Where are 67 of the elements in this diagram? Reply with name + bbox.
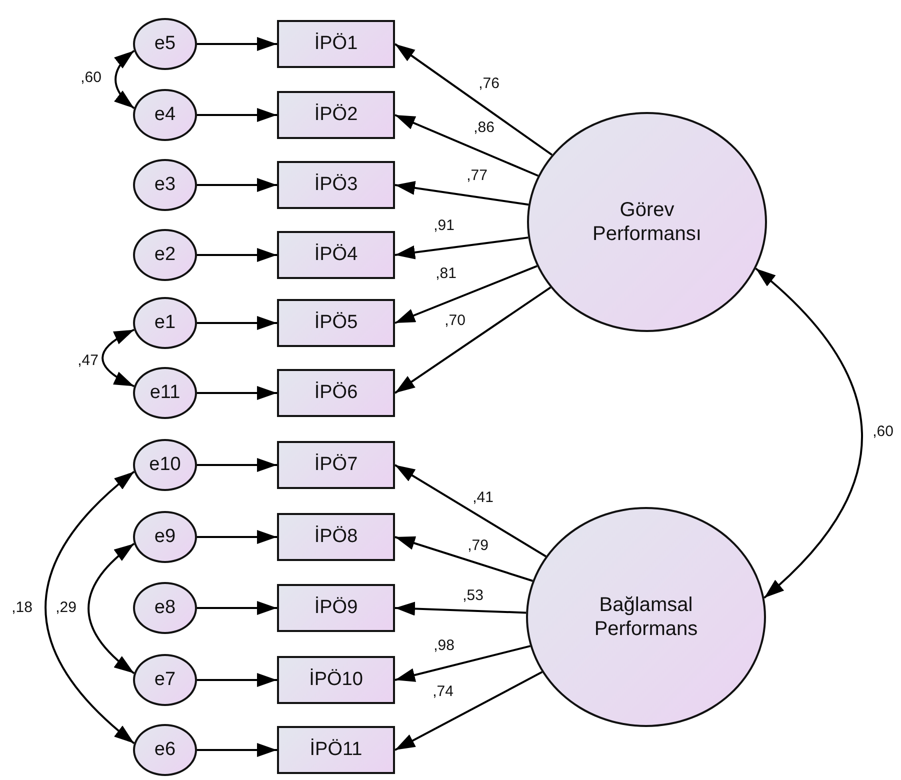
path-arrow bbox=[394, 180, 529, 206]
observed-variable-box: İPÖ11 bbox=[277, 726, 395, 774]
path-arrow bbox=[394, 671, 543, 751]
covariance-arrow bbox=[102, 328, 135, 388]
path-arrow bbox=[394, 464, 546, 558]
path-arrow bbox=[394, 114, 538, 177]
error-variable-circle: e5 bbox=[133, 18, 197, 70]
edge-label: ,77 bbox=[466, 168, 488, 184]
observed-variable-box: İPÖ10 bbox=[277, 656, 395, 704]
path-arrow bbox=[394, 286, 552, 394]
edge-label: ,70 bbox=[444, 312, 466, 330]
path-arrow bbox=[197, 248, 277, 262]
path-arrow bbox=[197, 458, 277, 472]
edge-label: ,41 bbox=[472, 490, 494, 506]
observed-variable-box: İPÖ6 bbox=[277, 369, 395, 417]
observed-variable-box: İPÖ4 bbox=[277, 231, 395, 279]
path-arrow bbox=[197, 178, 277, 192]
path-arrow bbox=[394, 645, 530, 682]
edge-label: ,29 bbox=[54, 600, 78, 616]
covariance-arrow bbox=[755, 268, 863, 599]
edge-label: ,74 bbox=[432, 684, 454, 700]
edge-label: ,91 bbox=[432, 218, 456, 234]
path-arrow bbox=[394, 536, 533, 582]
observed-variable-box: İPÖ1 bbox=[277, 20, 395, 68]
path-arrow bbox=[197, 386, 277, 400]
path-arrow bbox=[394, 265, 538, 324]
error-variable-circle: e7 bbox=[133, 654, 197, 706]
edge-label: ,79 bbox=[466, 538, 490, 554]
error-variable-circle: e11 bbox=[133, 367, 197, 419]
path-arrow bbox=[394, 602, 526, 616]
observed-variable-box: İPÖ3 bbox=[277, 161, 395, 209]
observed-variable-box: İPÖ9 bbox=[277, 584, 395, 632]
path-arrow bbox=[197, 601, 277, 615]
error-variable-circle: e8 bbox=[133, 582, 197, 634]
error-variable-circle: e10 bbox=[133, 439, 197, 491]
latent-variable-circle: Görev Performansı bbox=[527, 112, 767, 332]
error-variable-circle: e3 bbox=[133, 159, 197, 211]
observed-variable-box: İPÖ8 bbox=[277, 513, 395, 561]
error-variable-circle: e1 bbox=[133, 297, 197, 349]
path-arrow bbox=[394, 43, 553, 156]
error-variable-circle: e6 bbox=[133, 724, 197, 776]
observed-variable-box: İPÖ7 bbox=[277, 441, 395, 489]
covariance-arrow bbox=[114, 50, 135, 110]
path-arrow bbox=[197, 316, 277, 330]
edge-label: ,18 bbox=[10, 600, 34, 616]
edge-label: ,47 bbox=[76, 352, 100, 370]
covariance-arrow bbox=[88, 542, 135, 674]
latent-variable-circle: Bağlamsal Performans bbox=[526, 507, 766, 727]
edge-label: ,60 bbox=[80, 70, 102, 86]
path-arrow bbox=[197, 530, 277, 544]
edge-label: ,53 bbox=[462, 588, 484, 604]
error-variable-circle: e4 bbox=[133, 89, 197, 141]
edge-label: ,76 bbox=[478, 76, 500, 92]
edge-label: ,81 bbox=[434, 266, 458, 282]
edge-label: ,98 bbox=[432, 638, 456, 654]
edge-label: ,60 bbox=[872, 424, 894, 440]
path-arrow bbox=[197, 743, 277, 757]
covariance-arrow bbox=[44, 470, 135, 744]
path-arrow bbox=[394, 236, 528, 260]
path-arrow bbox=[197, 673, 277, 687]
error-variable-circle: e9 bbox=[133, 511, 197, 563]
path-arrow bbox=[197, 108, 277, 122]
error-variable-circle: e2 bbox=[133, 229, 197, 281]
path-arrow bbox=[197, 37, 277, 51]
observed-variable-box: İPÖ5 bbox=[277, 299, 395, 347]
observed-variable-box: İPÖ2 bbox=[277, 91, 395, 139]
edge-label: ,86 bbox=[472, 120, 496, 136]
